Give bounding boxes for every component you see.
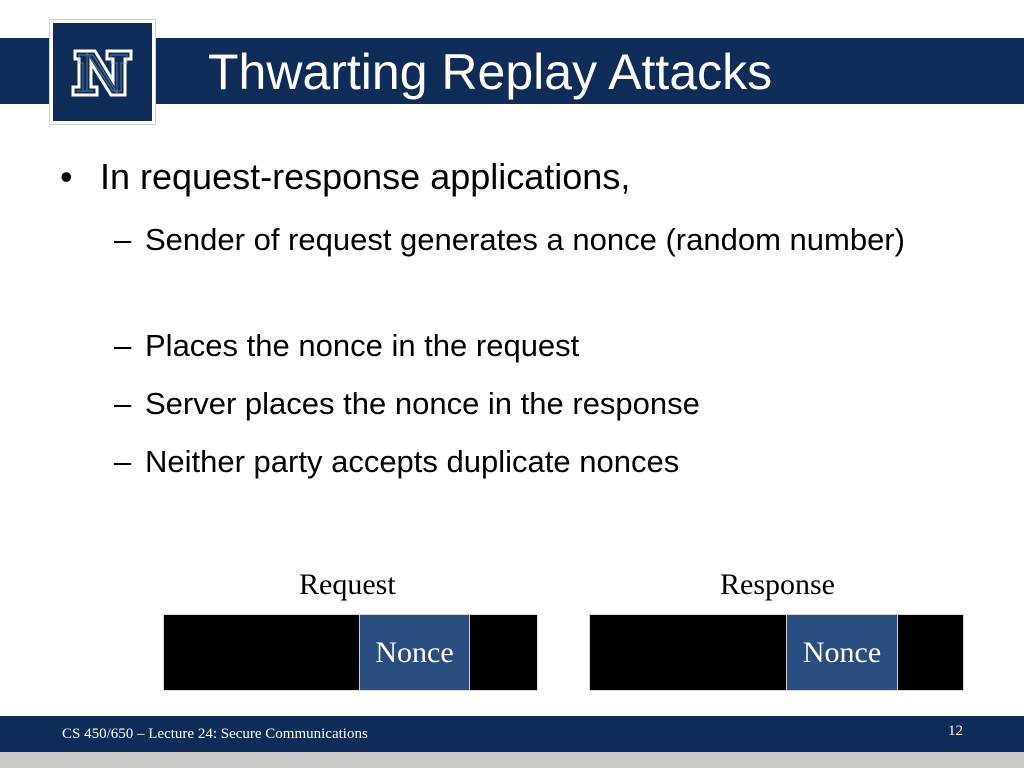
sub-bullet-text: Sender of request generates a nonce (ran…: [145, 222, 905, 257]
page-number: 12: [948, 723, 963, 739]
bottom-strip: [0, 752, 1024, 768]
sub-bullet-item: –Sender of request generates a nonce (ra…: [114, 216, 915, 264]
response-packet: Nonce: [589, 614, 964, 691]
sub-bullet-item: –Server places the nonce in the response: [114, 380, 915, 428]
sub-bullet-text: Server places the nonce in the response: [145, 386, 700, 421]
title-bar: [0, 38, 1024, 104]
bullet-text: In request-response applications,: [100, 156, 631, 197]
response-label: Response: [720, 568, 835, 601]
dash-icon: –: [114, 222, 132, 257]
slide-title: Thwarting Replay Attacks: [208, 44, 773, 100]
response-nonce-segment: Nonce: [786, 615, 898, 690]
response-tail-segment: [898, 615, 963, 690]
dash-icon: –: [114, 328, 132, 363]
block-n-logo-icon: [71, 49, 133, 97]
sub-bullet-item: –Neither party accepts duplicate nonces: [114, 438, 915, 486]
sub-bullet-text: Places the nonce in the request: [145, 328, 580, 363]
dash-icon: –: [114, 386, 132, 421]
request-packet: Nonce: [163, 614, 538, 691]
sub-bullet-item: –Places the nonce in the request: [114, 322, 915, 370]
university-logo: [49, 19, 156, 125]
footer-course-text: CS 450/650 – Lecture 24: Secure Communic…: [62, 726, 368, 742]
request-tail-segment: [470, 615, 537, 690]
dash-icon: –: [114, 444, 132, 479]
request-body-segment: [164, 615, 359, 690]
request-nonce-segment: Nonce: [359, 615, 470, 690]
request-label: Request: [299, 568, 396, 601]
response-body-segment: [590, 615, 786, 690]
sub-bullet-text: Neither party accepts duplicate nonces: [145, 444, 680, 479]
footer-bar: CS 450/650 – Lecture 24: Secure Communic…: [0, 716, 1024, 752]
bullet-dot-icon: •: [60, 156, 73, 197]
bullet-item: • In request-response applications,: [60, 152, 630, 202]
